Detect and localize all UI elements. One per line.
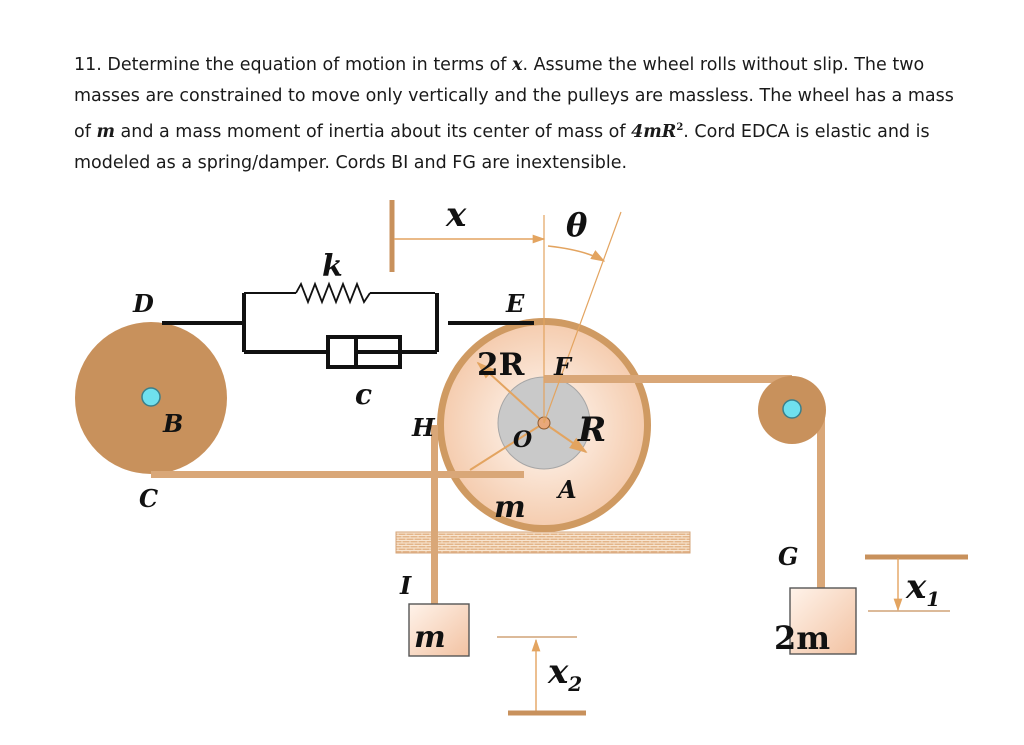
label-x: x	[445, 195, 467, 235]
spring-coil	[295, 281, 371, 305]
label-E: E	[505, 289, 525, 318]
rotated-reference-line	[543, 211, 622, 424]
radius-2R-line	[476, 361, 545, 424]
label-F: F	[553, 352, 573, 381]
label-x2-base: x	[547, 652, 569, 692]
cord-CA	[151, 471, 524, 478]
mass-2m-block	[789, 587, 857, 655]
var-x: x	[512, 55, 523, 75]
var-inertia: 4mR	[631, 121, 677, 142]
problem-text-1: 11. Determine the equation of motion in …	[74, 55, 512, 75]
problem-text-4: . Cord EDCA is elastic and is modeled as…	[74, 121, 930, 173]
label-mass-2m: 2m	[774, 619, 830, 657]
label-B: B	[162, 409, 183, 438]
label-D: D	[132, 289, 154, 318]
label-H: H	[411, 413, 436, 442]
label-mass-m: m	[414, 620, 446, 655]
line-OA	[469, 422, 545, 471]
problem-text-2: . Assume the wheel rolls without slip. T…	[74, 55, 954, 142]
label-k: k	[322, 249, 343, 284]
cord-FG-vertical	[817, 408, 825, 588]
left-pulley-axle	[141, 387, 161, 407]
label-x1: x1	[905, 567, 940, 611]
label-G: G	[778, 542, 799, 571]
label-O: O	[513, 427, 532, 453]
label-x2: x2	[547, 652, 582, 696]
cord-HI	[431, 425, 438, 608]
theta-arrow	[547, 245, 606, 262]
label-x1-subscript: 1	[926, 587, 940, 611]
label-c: c	[355, 378, 372, 411]
spring-damper	[162, 281, 534, 369]
cord-FG-horizontal	[544, 375, 792, 383]
label-x2-subscript: 2	[567, 672, 582, 696]
label-A: A	[556, 475, 577, 504]
ground-surface	[395, 531, 691, 554]
problem-statement: 11. Determine the equation of motion in …	[74, 50, 954, 179]
radius-R-line	[543, 422, 588, 454]
label-C: C	[139, 484, 158, 513]
label-wheel-m: m	[494, 490, 526, 525]
right-pulley-axle	[782, 399, 802, 419]
label-I: I	[399, 571, 412, 600]
label-x1-base: x	[905, 567, 927, 607]
label-R: R	[577, 410, 606, 450]
mass-m-block	[408, 603, 470, 657]
var-m: m	[96, 121, 115, 142]
label-theta: θ	[566, 206, 588, 244]
var-inertia-exponent: 2	[676, 122, 684, 133]
problem-text-3: and a mass moment of inertia about its c…	[114, 121, 632, 142]
label-2R: 2R	[477, 347, 525, 383]
